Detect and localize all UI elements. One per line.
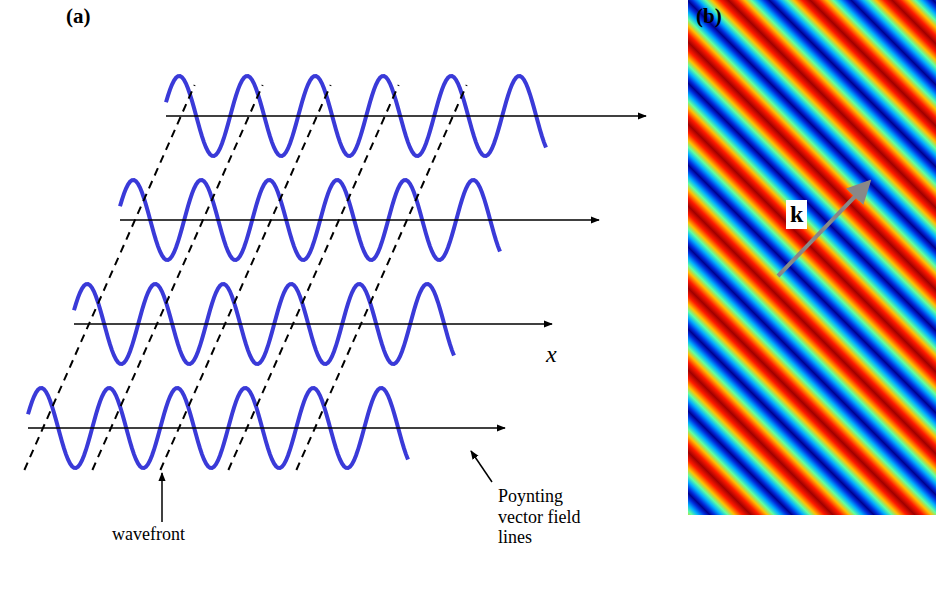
poynting-field-line (166, 115, 646, 117)
wavefront-leader (161, 473, 163, 522)
wavefront-lines (24, 85, 466, 470)
wavefront-line (24, 85, 194, 470)
poynting-field-line (74, 323, 552, 325)
wave-field-image (688, 0, 936, 515)
wave-vector-arrow (778, 183, 868, 276)
panel-label: (b) (696, 4, 722, 29)
poynting-field-line (120, 219, 599, 221)
wavefront-line (160, 85, 330, 470)
poynting-leader (471, 451, 492, 482)
panel-label: (a) (66, 4, 91, 29)
wavefront-line (92, 85, 262, 470)
axis-label: x (546, 340, 557, 369)
callout-label: Poynting vector field lines (498, 486, 610, 548)
wavefront-line (228, 85, 398, 470)
wavefront-line (296, 85, 466, 470)
poynting-field-line (28, 427, 505, 429)
callout-label: wavefront (112, 524, 185, 546)
vector-label: k (786, 200, 807, 229)
wave-rows (28, 76, 646, 468)
